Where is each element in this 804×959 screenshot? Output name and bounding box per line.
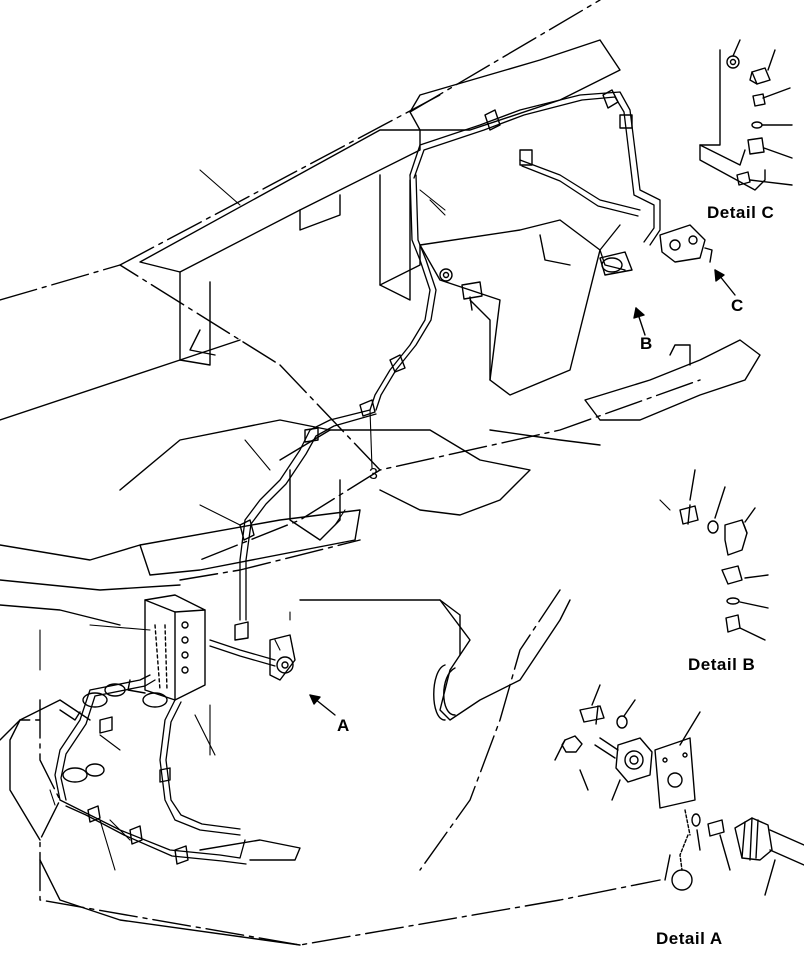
detail-c-label: Detail C <box>707 203 775 222</box>
number-3-label: 3 <box>369 466 379 483</box>
harness-clamps <box>87 89 633 865</box>
arrow-c-label: C <box>731 296 744 315</box>
leader-lines-main <box>39 169 671 871</box>
detail-b-drawing <box>679 469 769 641</box>
detail-a-drawing <box>554 684 804 896</box>
frame-structure <box>0 39 761 946</box>
detail-a-label: Detail A <box>656 929 723 948</box>
center-bolt <box>461 281 483 311</box>
connector-at-b <box>599 251 633 276</box>
detail-c-drawing <box>699 39 793 191</box>
machine-outline <box>0 0 701 946</box>
arrow-b-label: B <box>640 334 653 353</box>
connector-at-a <box>269 634 296 681</box>
plug-connectors <box>59 679 168 783</box>
connector-at-c <box>659 224 713 263</box>
arrow-a-label: A <box>337 716 350 735</box>
pointer-arrows <box>309 269 736 716</box>
controller-box <box>144 594 206 701</box>
wiring-harness <box>54 91 661 865</box>
detail-b-label: Detail B <box>688 655 756 674</box>
